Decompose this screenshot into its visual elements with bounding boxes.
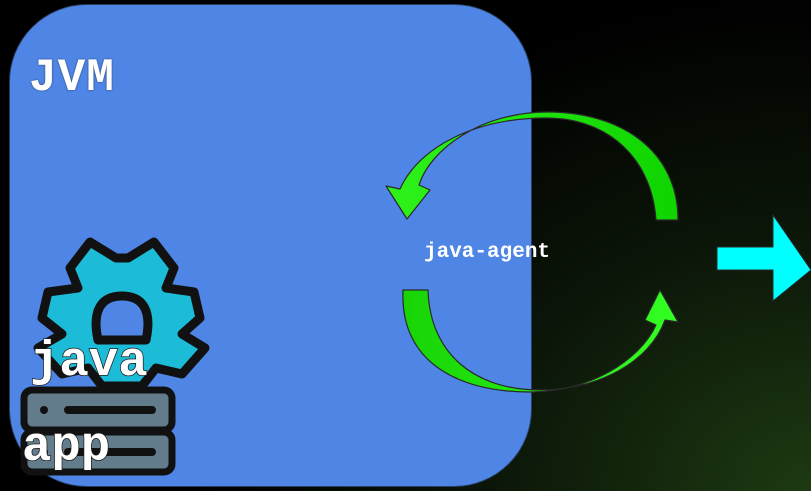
cycle-arrow-bottom [402,289,679,393]
jvm-label: JVM [29,52,115,104]
gear-icon [33,237,210,391]
app-label-app: app [21,419,111,475]
server-icon [20,386,176,476]
cycle-arrow-top [385,111,679,221]
right-arrow-icon [716,213,811,303]
java-agent-label: java-agent [424,241,551,264]
app-label-java: java [29,334,148,390]
